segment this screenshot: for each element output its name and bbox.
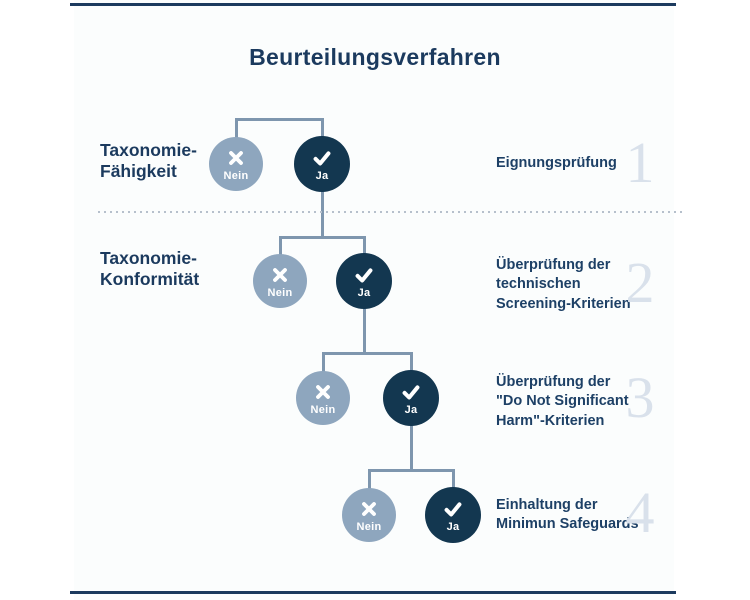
x-icon (226, 147, 246, 169)
row2-right-drop-line (362, 236, 366, 254)
page-title: Beurteilungsverfahren (249, 44, 501, 70)
row4-nein-circle: Nein (342, 488, 396, 542)
row2-bracket-line (278, 236, 366, 239)
row2-ja-circle: Ja (336, 253, 392, 309)
row1-right-drop-line (320, 118, 324, 138)
check-icon (442, 498, 464, 520)
ja-label: Ja (357, 286, 371, 299)
step-number-3: 3 (625, 365, 655, 430)
row2-to-row3-line (362, 308, 366, 355)
row3-right-label: Überprüfung der "Do Not Significant Harm… (496, 374, 629, 429)
step-number-2: 2 (625, 250, 655, 315)
row3-ja-circle: Ja (383, 370, 439, 426)
row4-left-drop-line (367, 469, 371, 490)
row3-bracket-line (321, 352, 413, 355)
row1-left-drop-line (234, 118, 238, 139)
nein-label: Nein (310, 403, 336, 416)
top-rule (70, 3, 676, 6)
row4-right-drop-line (451, 469, 455, 489)
row1-to-row2-line (320, 191, 324, 239)
step-number-1: 1 (625, 130, 655, 195)
row1-right-label: Eignungsprüfung (496, 155, 617, 171)
row1-ja-circle: Ja (294, 136, 350, 192)
row2-right-label: Überprüfung der technischen Screening-Kr… (496, 257, 631, 312)
ja-label: Ja (446, 520, 460, 533)
row4-right-label: Einhaltung der Minimun Safeguards (496, 497, 639, 533)
check-icon (311, 147, 333, 169)
nein-label: Nein (356, 520, 382, 533)
nein-label: Nein (223, 169, 249, 182)
row1-bracket-line (234, 118, 324, 121)
x-icon (359, 498, 379, 520)
x-icon (270, 264, 290, 286)
row3-nein-circle: Nein (296, 371, 350, 425)
row3-right-drop-line (409, 352, 413, 371)
row4-bracket-line (367, 469, 455, 472)
ja-label: Ja (404, 403, 418, 416)
ja-label: Ja (315, 169, 329, 182)
x-icon (313, 381, 333, 403)
check-icon (400, 381, 422, 403)
row3-left-drop-line (321, 352, 325, 372)
bottom-rule (70, 591, 676, 594)
row3-to-row4-line (409, 425, 413, 472)
row2-left-drop-line (278, 236, 282, 255)
check-icon (353, 264, 375, 286)
row1-left-label: Taxonomie- Fähigkeit (100, 140, 197, 181)
row4-ja-circle: Ja (425, 487, 481, 543)
step-number-4: 4 (625, 480, 655, 545)
row1-nein-circle: Nein (209, 137, 263, 191)
row2-nein-circle: Nein (253, 254, 307, 308)
nein-label: Nein (267, 286, 293, 299)
row2-left-label: Taxonomie- Konformität (100, 248, 200, 289)
dotted-separator (98, 211, 683, 213)
